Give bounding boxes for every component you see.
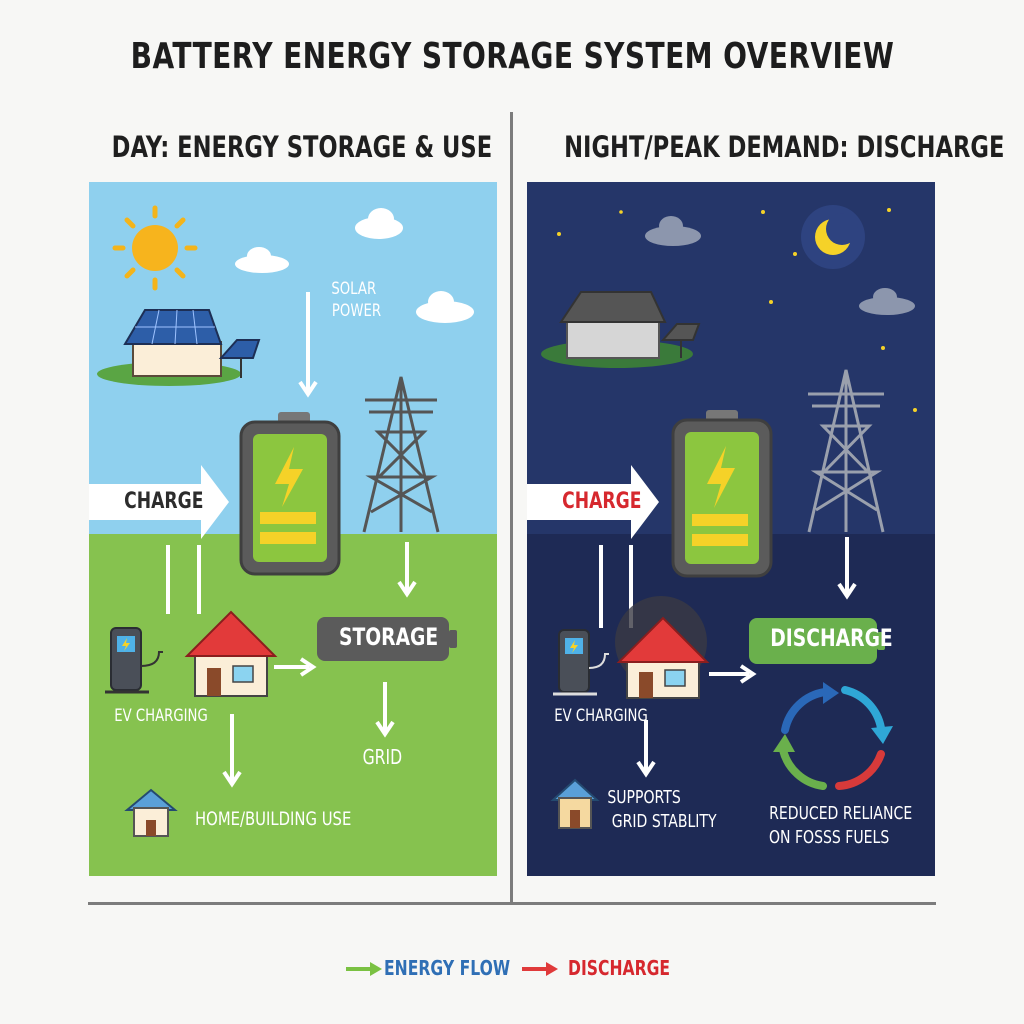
storage-label: STORAGE <box>338 623 439 651</box>
charge-arrow <box>89 465 229 539</box>
vertical-divider <box>510 112 513 904</box>
grid-label: GRID <box>362 745 403 769</box>
discharge-box <box>749 618 885 664</box>
home-building-icon <box>550 778 600 829</box>
battery-icon <box>239 412 341 576</box>
day-heading: DAY: ENERGY STORAGE & USE <box>111 130 493 164</box>
night-heading: NIGHT/PEAK DEMAND: DISCHARGE <box>564 130 1005 164</box>
energy-flow-arrow-icon <box>346 962 382 976</box>
home-building-icon <box>124 788 178 837</box>
power-pylon-icon <box>807 369 885 533</box>
page-title: BATTERY ENERGY STORAGE SYSTEM OVERVIEW <box>130 36 894 77</box>
solar-power-label: SOLAR POWER <box>331 279 382 321</box>
solar-power-arrow <box>298 292 318 398</box>
sun-icon <box>112 205 198 291</box>
horizontal-divider <box>88 902 936 905</box>
power-pylon-icon <box>362 376 440 533</box>
charge-arrow <box>527 465 659 539</box>
battery-icon <box>671 410 773 578</box>
moon-icon <box>801 205 865 269</box>
supports-grid-stability-label: SUPPORTS GRID STABLITY <box>607 787 717 832</box>
cycle-arrows-icon <box>773 682 893 790</box>
discharge-label: DISCHARGE <box>770 624 893 652</box>
storage-box <box>317 617 457 661</box>
house-icon <box>616 616 710 699</box>
ev-charging-label: EV CHARGING <box>554 706 648 726</box>
day-panel: SOLAR POWER CHARGE STORAGE GRID EV CHARG… <box>89 182 497 876</box>
charge-label: CHARGE <box>124 489 204 514</box>
house-icon <box>184 610 278 697</box>
cloud-icon <box>235 208 474 323</box>
night-panel: CHARGE DISCHARGE EV CHARGING SUPPORTS GR… <box>527 182 935 876</box>
discharge-arrow-icon <box>522 962 558 976</box>
legend-energy-flow: ENERGY FLOW <box>384 956 511 980</box>
home-building-use-label: HOME/BUILDING USE <box>195 808 352 830</box>
reduced-reliance-label: REDUCED RELIANCE ON FOSSS FUELS <box>768 803 913 848</box>
ev-charger-icon <box>553 629 609 696</box>
ev-charging-label: EV CHARGING <box>114 706 208 726</box>
solar-house-icon <box>97 309 261 386</box>
ev-charger-icon <box>105 627 163 694</box>
solar-house-icon <box>541 291 701 368</box>
cloud-icon <box>645 216 915 315</box>
legend-discharge: DISCHARGE <box>568 956 671 980</box>
night-charge-label: CHARGE <box>562 489 642 514</box>
